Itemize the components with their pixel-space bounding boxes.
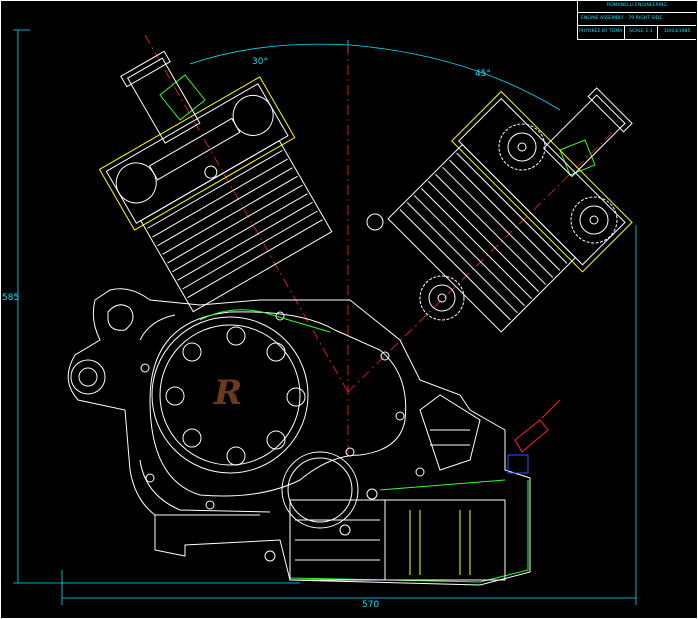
- front-angle-label: 30°: [252, 57, 268, 67]
- date-cell: 10/03/1985: [658, 26, 696, 39]
- rear-cylinder: [387, 87, 633, 333]
- alternator-cover: [264, 451, 425, 562]
- scale-cell: SCALE 1:1: [625, 26, 659, 39]
- title-block-company-row: ROMANELLI ENGINEERING: [578, 0, 696, 13]
- drawn-by-cell: PHYOKEE BY TDMA: [578, 26, 625, 39]
- starter-motor: [419, 394, 481, 471]
- scale: SCALE 1:1: [629, 29, 653, 35]
- dimension-lines: [13, 29, 637, 605]
- width-dimension-label: 570: [362, 600, 379, 610]
- drawn-by: PHYOKEE BY TDMA: [579, 29, 623, 35]
- rear-angle-label: 45°: [475, 69, 491, 79]
- rear-cylinder-axis: [347, 129, 616, 393]
- front-cylinder: [98, 50, 333, 313]
- front-cylinder-axis: [144, 34, 349, 393]
- crankcase: [67, 288, 531, 586]
- title-block: ROMANELLI ENGINEERING ENGINE ASSEMBLY - …: [577, 0, 696, 40]
- clutch-cover: [140, 311, 407, 510]
- logo-mark: R: [213, 373, 242, 413]
- height-dimension-label: 585: [2, 293, 19, 303]
- drawing-date: 10/03/1985: [663, 29, 691, 35]
- company-name: ROMANELLI ENGINEERING: [606, 2, 668, 8]
- title-block-info-row: PHYOKEE BY TDMA SCALE 1:1 10/03/1985: [578, 26, 696, 39]
- title-block-title-row: ENGINE ASSEMBLY - 79 RIGHT SIDE: [578, 13, 696, 26]
- breather-hose: [514, 399, 561, 453]
- cam-gears: [366, 123, 618, 321]
- drawing-title: ENGINE ASSEMBLY - 79 RIGHT SIDE: [581, 15, 663, 21]
- fitting-part: [507, 454, 529, 474]
